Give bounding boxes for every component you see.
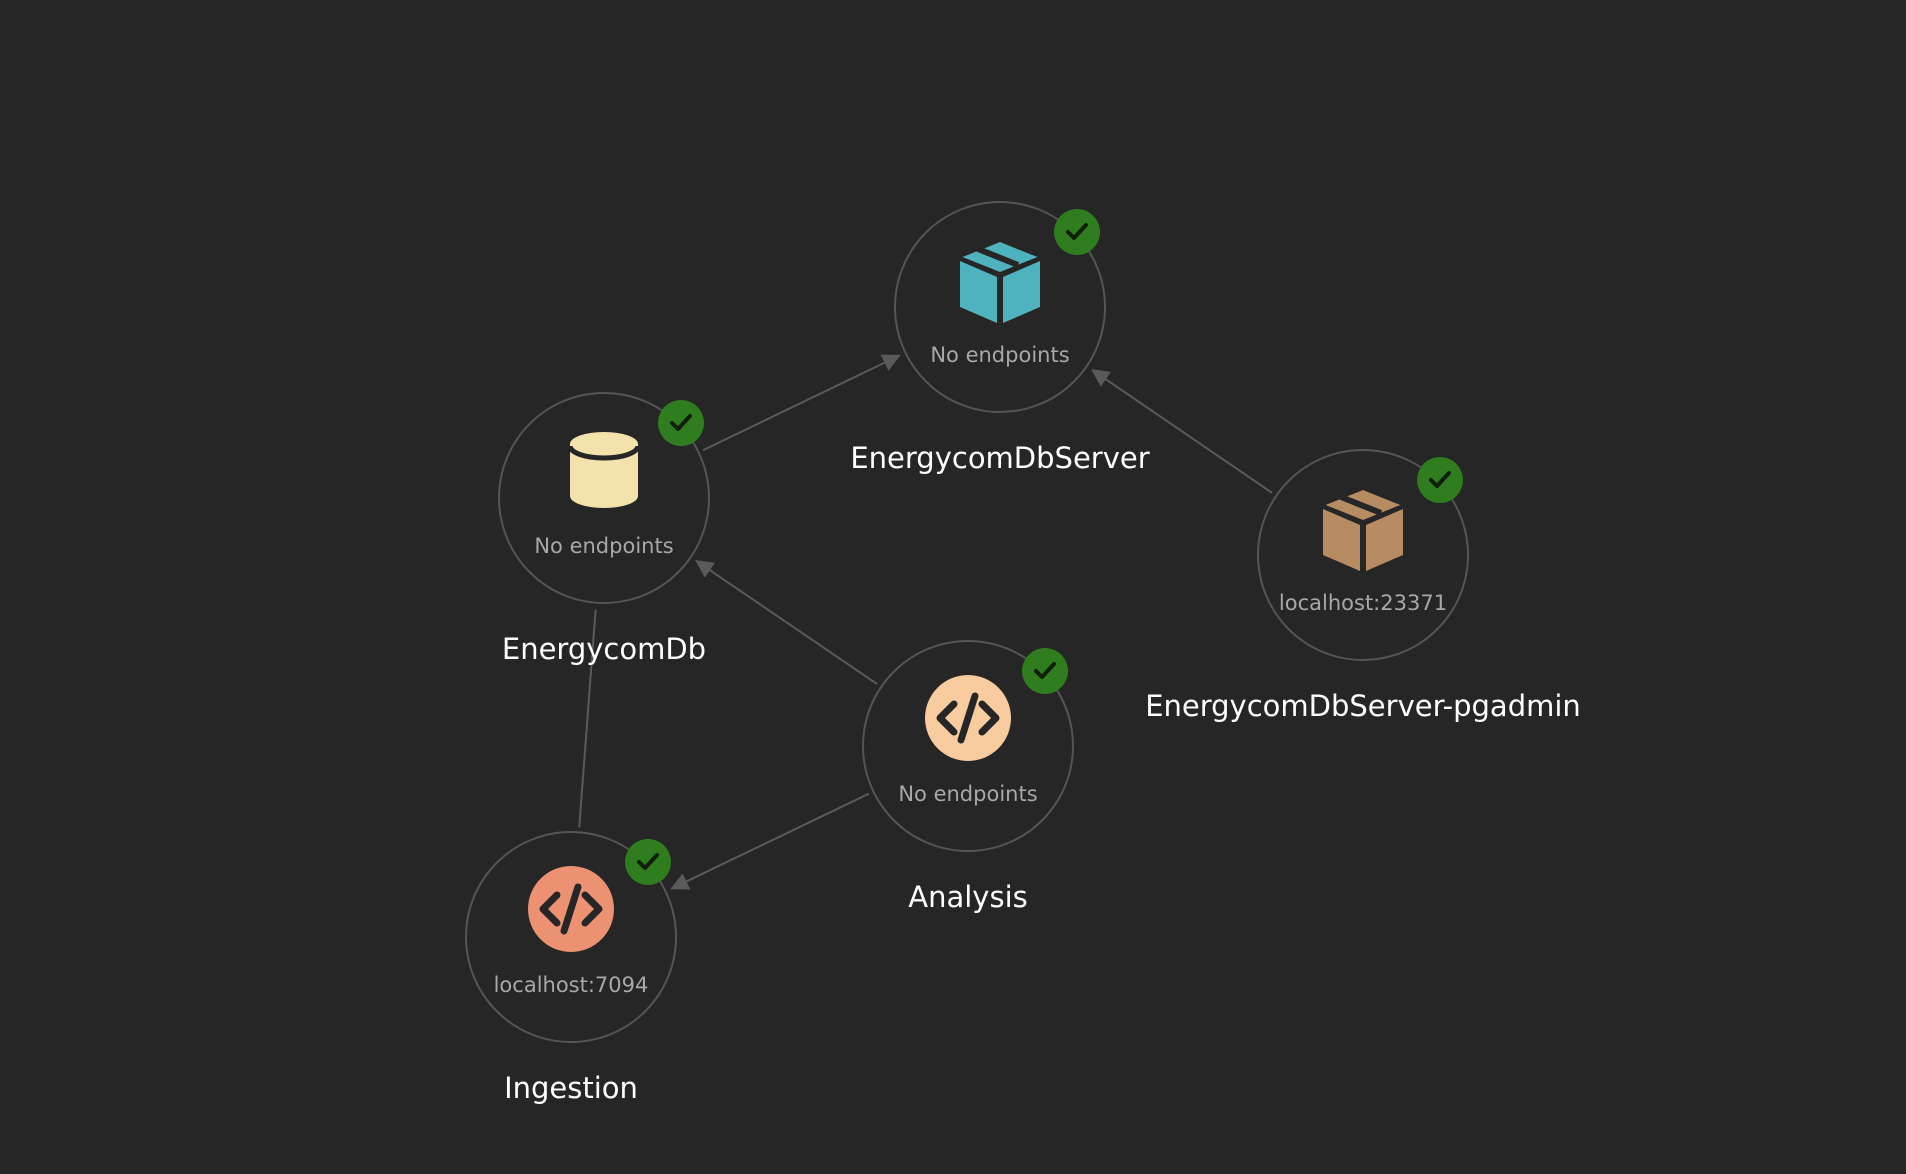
endpoint-text: No endpoints (930, 343, 1070, 367)
code-icon (523, 861, 619, 957)
endpoint-text: No endpoints (898, 782, 1038, 806)
check-icon (1054, 209, 1100, 255)
node-label-ingestion: Ingestion (504, 1071, 638, 1105)
check-icon (625, 839, 671, 885)
node-label-energycomdb: EnergycomDb (501, 632, 707, 666)
node-energycomdb[interactable]: No endpoints (498, 392, 710, 604)
node-analysis[interactable]: No endpoints (862, 640, 1074, 852)
code-icon (920, 670, 1016, 766)
edge-db-to-server (702, 354, 901, 452)
check-icon (658, 400, 704, 446)
endpoint-link[interactable]: localhost:7094 (493, 973, 649, 997)
node-label-energycomdbserver: EnergycomDbServer (850, 441, 1150, 475)
check-icon (1022, 648, 1068, 694)
endpoint-text: No endpoints (534, 534, 674, 558)
node-energycomdbserver[interactable]: No endpoints (894, 201, 1106, 413)
node-label-analysis: Analysis (908, 880, 1028, 914)
check-icon (1417, 457, 1463, 503)
edge-analysis-to-ingestion (670, 792, 870, 890)
node-energycomdbserver-pgadmin[interactable]: localhost:23371 (1257, 449, 1469, 661)
database-icon (556, 422, 652, 518)
box-icon (1315, 479, 1411, 575)
node-ingestion[interactable]: localhost:7094 (465, 831, 677, 1043)
box-icon (952, 231, 1048, 327)
node-label-energycomdbserver-pgadmin: EnergycomDbServer-pgadmin (1145, 689, 1581, 723)
endpoint-link[interactable]: localhost:23371 (1278, 591, 1448, 615)
